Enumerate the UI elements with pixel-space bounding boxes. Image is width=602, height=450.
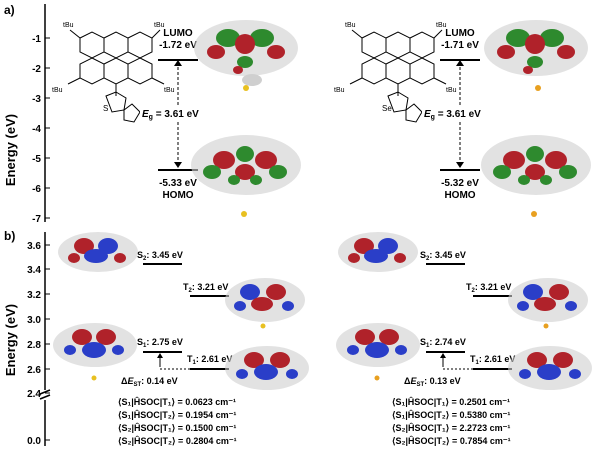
- panel-b-axis-label: Energy (eV): [3, 304, 18, 376]
- soc-line: ⟨S₁|ĤSOC|T₁⟩ = 0.0623 cm⁻¹: [118, 396, 236, 407]
- t1-nto-image-left: [225, 346, 309, 390]
- panel-a-tick-label: -3: [32, 94, 41, 105]
- panel-a-tick-label: -7: [32, 214, 41, 225]
- t2-label: T2: 3.21 eV: [466, 282, 511, 294]
- homo-orbital-image-left: [191, 135, 301, 217]
- panel-b-tick-label: 3.0: [27, 315, 41, 326]
- panel-a-axis: -1 -2 -3 -4 -5 -6 -7: [32, 4, 50, 225]
- t2-nto-image-left: [225, 278, 305, 329]
- arrow-head: [456, 162, 464, 168]
- panel-b-tick-label: 2.8: [27, 340, 41, 351]
- soc-line: ⟨S₁|ĤSOC|T₂⟩ = 0.5380 cm⁻¹: [392, 409, 510, 420]
- s1-nto-image-right: [336, 323, 420, 381]
- tbu-label: tBu: [52, 87, 63, 94]
- dest-label: ΔEST: 0.14 eV: [121, 376, 178, 388]
- t2-label: T2: 3.21 eV: [183, 282, 228, 294]
- soc-line: ⟨S₁|ĤSOC|T₁⟩ = 0.2501 cm⁻¹: [392, 396, 510, 407]
- arrow-head: [157, 353, 163, 358]
- axis-break: [39, 389, 51, 395]
- panel-b-tick-label: 3.2: [27, 290, 41, 301]
- panel-a-tick-label: -4: [32, 124, 41, 135]
- lumo-orbital-image-right: [484, 20, 588, 91]
- panel-b-tick-label: 3.4: [27, 265, 41, 276]
- gap-label: Eg = 3.61 eV: [424, 109, 481, 121]
- soc-line: ⟨S₂|ĤSOC|T₁⟩ = 0.1500 cm⁻¹: [118, 422, 236, 433]
- arrow-head: [174, 60, 182, 66]
- tbu-label: tBu: [334, 87, 345, 94]
- panel-b-tick-label: 3.6: [27, 241, 41, 252]
- panel-b-tick-label: 2.6: [27, 365, 41, 376]
- dest-label: ΔEST: 0.13 eV: [404, 376, 461, 388]
- tbu-label: tBu: [345, 22, 356, 29]
- s2-nto-image-right: [338, 232, 418, 272]
- arrow-head: [174, 162, 182, 168]
- arrow-head: [456, 60, 464, 66]
- panel-a-label: a): [4, 3, 15, 17]
- t1-nto-image-right: [508, 346, 592, 390]
- lumo-orbital-image-left: [194, 20, 298, 91]
- homo-label: HOMO: [162, 190, 193, 201]
- panel-a-tick-label: -5: [32, 154, 41, 165]
- s2-label: S2: 3.45 eV: [420, 250, 466, 262]
- soc-line: ⟨S₂|ĤSOC|T₁⟩ = 2.2723 cm⁻¹: [392, 422, 510, 433]
- panel-a-tick-label: -1: [32, 34, 41, 45]
- s1-nto-image-left: [53, 323, 137, 381]
- t1-label: T1: 2.61 eV: [470, 354, 515, 366]
- gap-label-bg: [422, 106, 500, 120]
- soc-line: ⟨S₂|ĤSOC|T₂⟩ = 0.2804 cm⁻¹: [118, 435, 237, 446]
- homo-orbital-image-right: [481, 135, 591, 217]
- s2-label: S2: 3.45 eV: [137, 250, 183, 262]
- heteroatom-label: Se: [382, 104, 392, 113]
- t2-nto-image-right: [508, 278, 588, 329]
- tbu-label: tBu: [446, 87, 457, 94]
- gap-label: Eg = 3.61 eV: [142, 109, 199, 121]
- heteroatom-label: S: [103, 104, 108, 113]
- panel-a-tick-label: -6: [32, 184, 41, 195]
- panel-a-tick-label: -2: [32, 64, 41, 75]
- lumo-value: -1.72 eV: [159, 40, 197, 51]
- tbu-label: tBu: [164, 87, 175, 94]
- soc-line: ⟨S₂|ĤSOC|T₂⟩ = 0.7854 cm⁻¹: [392, 435, 511, 446]
- tbu-label: tBu: [154, 22, 165, 29]
- t1-label: T1: 2.61 eV: [187, 354, 232, 366]
- panel-b-axis: 3.6 3.4 3.2 3.0 2.8 2.6 2.4 0.0: [27, 232, 51, 447]
- soc-line: ⟨S₁|ĤSOC|T₂⟩ = 0.1954 cm⁻¹: [118, 409, 236, 420]
- tbu-label: tBu: [63, 22, 74, 29]
- panel-b-tick-label: 2.4: [27, 389, 41, 400]
- homo-value: -5.32 eV: [441, 178, 479, 189]
- s2-nto-image-left: [58, 232, 138, 272]
- gap-label-bg: [140, 106, 218, 120]
- lumo-label: LUMO: [163, 28, 193, 39]
- homo-label: HOMO: [444, 190, 475, 201]
- molecule-structure-se: [349, 29, 447, 123]
- panel-b-label: b): [4, 229, 15, 243]
- axis-break: [39, 394, 51, 400]
- panel-b-tick-label: 0.0: [27, 436, 41, 447]
- s1-label: S1: 2.74 eV: [420, 337, 466, 349]
- lumo-label: LUMO: [445, 28, 475, 39]
- homo-value: -5.33 eV: [159, 178, 197, 189]
- s1-label: S1: 2.75 eV: [137, 337, 183, 349]
- arrow-head: [440, 353, 446, 358]
- molecule-structure-s: [67, 29, 165, 123]
- tbu-label: tBu: [436, 22, 447, 29]
- lumo-value: -1.71 eV: [441, 40, 479, 51]
- panel-a-axis-label: Energy (eV): [3, 114, 18, 186]
